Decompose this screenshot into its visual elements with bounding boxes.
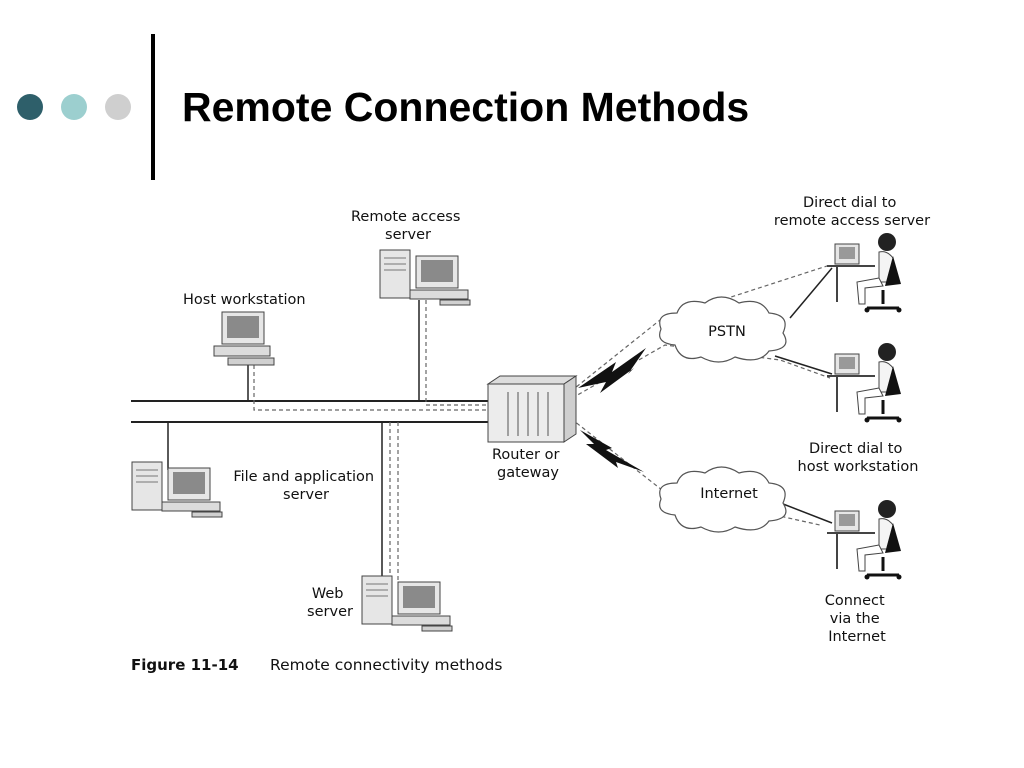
remote-access-server-icon [379, 249, 471, 306]
label-pstn: PSTN [708, 324, 746, 340]
remote-user-dial-ras-icon [825, 231, 903, 314]
remote-user-internet-icon [825, 498, 903, 581]
file-server-icon [131, 461, 223, 518]
lightning-bolt-icon [580, 430, 644, 472]
lan-backbone [131, 300, 488, 580]
page-title: Remote Connection Methods [182, 84, 750, 130]
bullet-dot-1 [17, 94, 43, 120]
label-internet: Internet [700, 486, 758, 502]
label-web-server: Web server [307, 586, 353, 620]
web-server-icon [361, 575, 453, 632]
label-file-app-server: File and application server [233, 469, 378, 503]
title-divider [151, 34, 155, 180]
figure-number: Figure 11-14 [131, 656, 239, 674]
label-connect-internet: Connect via the Internet [825, 593, 890, 645]
label-remote-access-server: Remote access server [351, 209, 465, 243]
host-workstation-icon [213, 311, 275, 366]
router-icon [486, 375, 578, 443]
wan-links [774, 267, 833, 524]
label-direct-dial-host: Direct dial to host workstation [798, 441, 919, 475]
bullet-dot-2 [61, 94, 87, 120]
bullet-dot-3 [105, 94, 131, 120]
lightning-bolt-icon [578, 348, 646, 393]
figure-caption: Remote connectivity methods [270, 656, 502, 674]
remote-user-dial-host-icon [825, 341, 903, 424]
label-direct-dial-ras: Direct dial to remote access server [774, 195, 930, 229]
label-router: Router or gateway [492, 447, 564, 481]
label-host-workstation: Host workstation [183, 292, 306, 308]
